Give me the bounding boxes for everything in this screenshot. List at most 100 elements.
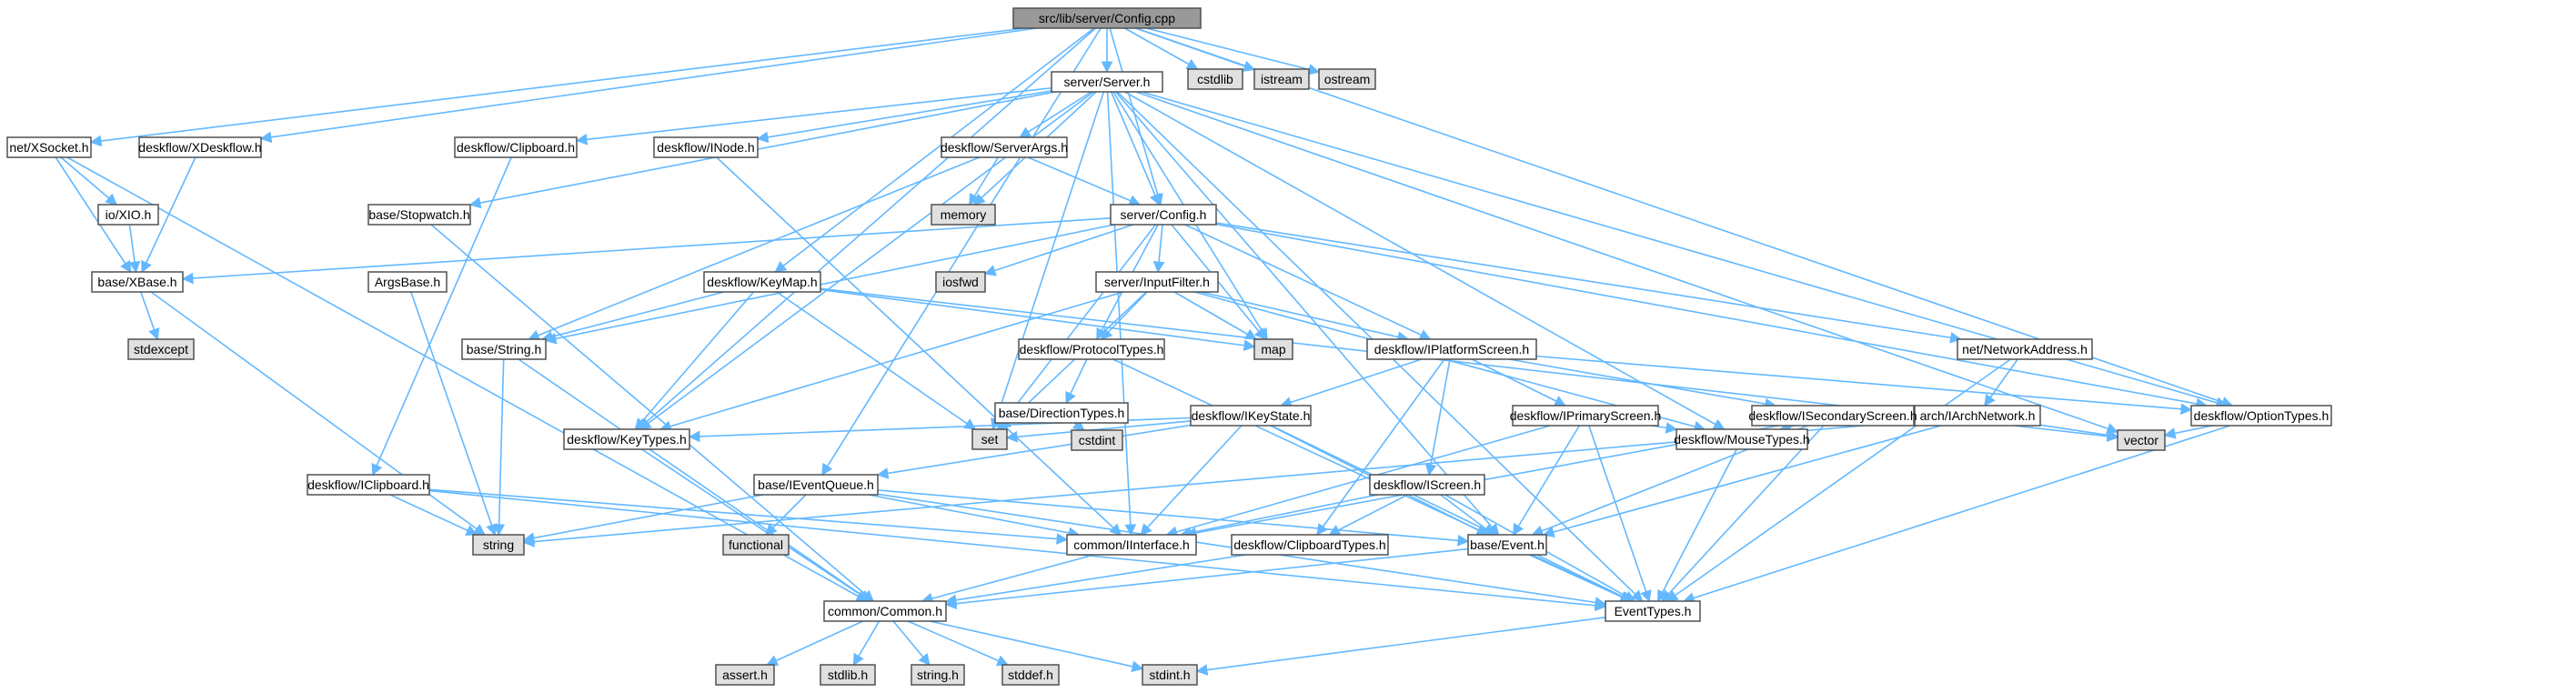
node-assert: assert.h bbox=[715, 664, 775, 686]
node-ikeystate[interactable]: deskflow/IKeyState.h bbox=[1190, 405, 1312, 427]
node-protocoltypes[interactable]: deskflow/ProtocolTypes.h bbox=[1018, 338, 1165, 360]
node-box bbox=[931, 204, 996, 226]
node-netaddress[interactable]: net/NetworkAddress.h bbox=[1957, 338, 2093, 360]
edge-config_h-to-xbase bbox=[181, 217, 1112, 285]
node-isecondaryscreen[interactable]: deskflow/ISecondaryScreen.h bbox=[1748, 405, 1917, 427]
node-label: deskflow/IScreen.h bbox=[1374, 477, 1481, 492]
edge-common-to-assert bbox=[766, 620, 864, 667]
node-label: arch/IArchNetwork.h bbox=[1920, 408, 2036, 423]
edge-config_h-to-netaddress bbox=[1215, 222, 1962, 344]
node-box bbox=[97, 204, 159, 226]
node-box bbox=[2190, 405, 2332, 427]
node-ieventqueue[interactable]: base/IEventQueue.h bbox=[753, 474, 879, 496]
edge-string_h-to-common bbox=[518, 358, 872, 602]
node-common[interactable]: common/Common.h bbox=[823, 600, 947, 622]
node-label: stdlib.h bbox=[828, 668, 868, 682]
node-box bbox=[1253, 338, 1293, 360]
node-config_h[interactable]: server/Config.h bbox=[1110, 204, 1217, 226]
node-xio[interactable]: io/XIO.h bbox=[97, 204, 159, 226]
node-label: base/DirectionTypes.h bbox=[999, 406, 1125, 420]
node-box bbox=[1512, 405, 1659, 427]
node-box bbox=[1190, 405, 1312, 427]
edge-iprimaryscreen-to-iinterface bbox=[1165, 425, 1551, 538]
node-server_h[interactable]: server/Server.h bbox=[1051, 71, 1163, 93]
node-box bbox=[715, 664, 775, 686]
node-keytypes[interactable]: deskflow/KeyTypes.h bbox=[563, 428, 690, 450]
node-functional: functional bbox=[722, 534, 790, 556]
node-keymap[interactable]: deskflow/KeyMap.h bbox=[703, 271, 821, 293]
node-label: deskflow/Clipboard.h bbox=[457, 140, 575, 155]
node-iprimaryscreen[interactable]: deskflow/IPrimaryScreen.h bbox=[1510, 405, 1662, 427]
node-box bbox=[6, 136, 92, 158]
edge-xsocket-to-xio bbox=[60, 156, 118, 206]
node-root[interactable]: src/lib/server/Config.cpp bbox=[1012, 7, 1202, 29]
node-cstdint: cstdint bbox=[1071, 429, 1123, 451]
edge-config_h-to-iplatformscreen bbox=[1184, 224, 1432, 340]
node-box bbox=[1914, 405, 2041, 427]
edge-ieventqueue-to-string bbox=[522, 494, 763, 544]
node-xsocket[interactable]: net/XSocket.h bbox=[6, 136, 92, 158]
node-box bbox=[1751, 405, 1915, 427]
edge-iclipboard-to-iinterface bbox=[428, 488, 1069, 545]
node-stringh: string.h bbox=[911, 664, 965, 686]
node-clipboardtypes[interactable]: deskflow/ClipboardTypes.h bbox=[1231, 534, 1389, 556]
node-box bbox=[1467, 534, 1547, 556]
node-xbase[interactable]: base/XBase.h bbox=[91, 271, 184, 293]
edge-xdeskflow-to-xbase bbox=[141, 156, 196, 274]
edge-config_h-to-optiontypes bbox=[1215, 223, 2209, 410]
node-iplatformscreen[interactable]: deskflow/IPlatformScreen.h bbox=[1366, 338, 1537, 360]
edge-common-to-stddef bbox=[907, 620, 1010, 667]
node-memory: memory bbox=[931, 204, 996, 226]
node-label: deskflow/IPlatformScreen.h bbox=[1374, 342, 1529, 357]
edge-server_h-to-event bbox=[1114, 91, 1500, 536]
node-box bbox=[994, 402, 1129, 424]
node-event[interactable]: base/Event.h bbox=[1467, 534, 1547, 556]
node-ostream: ostream bbox=[1318, 68, 1376, 90]
node-argsbase[interactable]: ArgsBase.h bbox=[367, 271, 448, 293]
node-label: server/InputFilter.h bbox=[1104, 275, 1210, 289]
node-directiontypes[interactable]: base/DirectionTypes.h bbox=[994, 402, 1129, 424]
node-box bbox=[911, 664, 965, 686]
node-iinterface[interactable]: common/IInterface.h bbox=[1066, 534, 1197, 556]
edge-xbase-to-stdexcept bbox=[140, 291, 160, 341]
node-iosfwd: iosfwd bbox=[935, 271, 986, 293]
node-label: common/IInterface.h bbox=[1073, 537, 1190, 552]
node-box bbox=[1018, 338, 1165, 360]
edge-xio-to-xbase bbox=[128, 224, 141, 274]
node-string_h[interactable]: base/String.h bbox=[461, 338, 547, 360]
node-box bbox=[1001, 664, 1060, 686]
edge-server_h-to-serverargs bbox=[1019, 91, 1092, 138]
node-inode[interactable]: deskflow/INode.h bbox=[653, 136, 759, 158]
edge-mousetypes-to-eventtypes bbox=[1656, 448, 1738, 603]
node-iscreen[interactable]: deskflow/IScreen.h bbox=[1369, 474, 1485, 496]
node-eventtypes[interactable]: EventTypes.h bbox=[1605, 600, 1701, 622]
node-label: deskflow/IClipboard.h bbox=[307, 477, 429, 492]
node-stdlib: stdlib.h bbox=[820, 664, 876, 686]
node-label: set bbox=[981, 432, 999, 447]
node-inputfilter[interactable]: server/InputFilter.h bbox=[1095, 271, 1219, 293]
node-stopwatch[interactable]: base/Stopwatch.h bbox=[367, 204, 471, 226]
edge-keymap-to-keytypes bbox=[634, 291, 755, 430]
node-optiontypes[interactable]: deskflow/OptionTypes.h bbox=[2190, 405, 2332, 427]
node-box bbox=[703, 271, 821, 293]
node-label: deskflow/MouseTypes.h bbox=[1674, 432, 1809, 447]
node-archnet[interactable]: arch/IArchNetwork.h bbox=[1914, 405, 2041, 427]
node-mousetypes[interactable]: deskflow/MouseTypes.h bbox=[1674, 428, 1810, 450]
edge-keymap-to-set bbox=[776, 291, 977, 430]
node-serverargs[interactable]: deskflow/ServerArgs.h bbox=[941, 136, 1068, 158]
node-clipboard[interactable]: deskflow/Clipboard.h bbox=[454, 136, 578, 158]
node-map: map bbox=[1253, 338, 1293, 360]
node-label: deskflow/XDeskflow.h bbox=[138, 140, 261, 155]
node-iclipboard[interactable]: deskflow/IClipboard.h bbox=[307, 474, 430, 496]
node-label: deskflow/IKeyState.h bbox=[1192, 408, 1311, 423]
edge-iplatformscreen-to-iprimaryscreen bbox=[1471, 358, 1566, 407]
edge-config_h-to-inputfilter bbox=[1152, 224, 1165, 274]
edge-event-to-common bbox=[944, 547, 1469, 609]
node-label: deskflow/OptionTypes.h bbox=[2194, 408, 2329, 423]
edge-server_h-to-mousetypes bbox=[1124, 91, 1726, 430]
edge-netaddress-to-archnet bbox=[1984, 358, 2018, 407]
edge-optiontypes-to-vector bbox=[2163, 425, 2213, 439]
node-xdeskflow[interactable]: deskflow/XDeskflow.h bbox=[138, 136, 262, 158]
node-cstdlib: cstdlib bbox=[1187, 68, 1243, 90]
edge-common-to-stdint bbox=[930, 620, 1144, 673]
